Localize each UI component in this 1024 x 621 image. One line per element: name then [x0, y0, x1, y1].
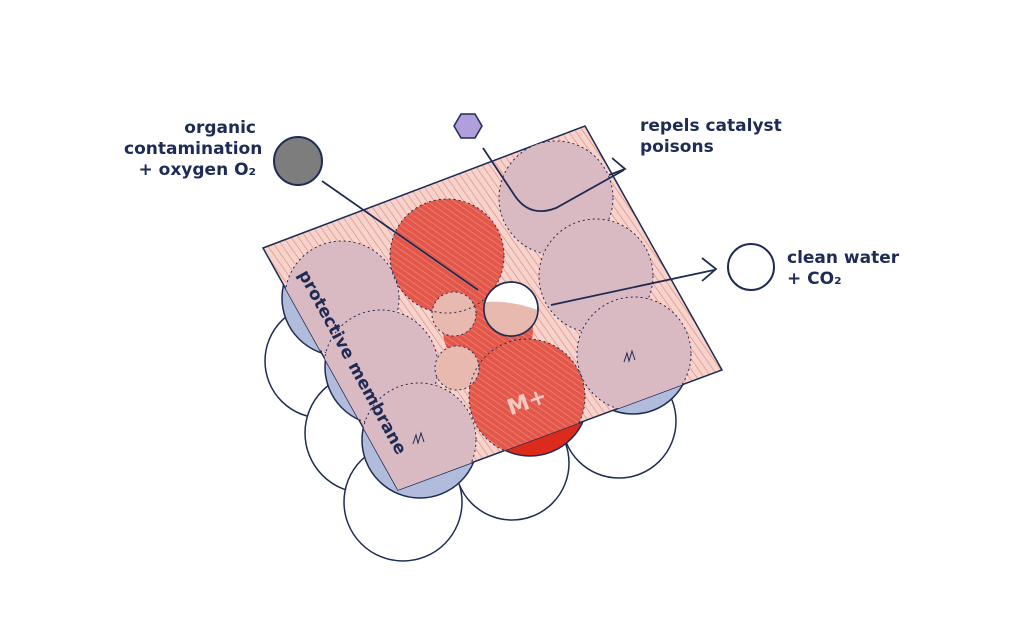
repels-poisons-label: repels catalyst poisons [640, 116, 782, 157]
purple-hexagon-icon [453, 113, 483, 139]
product-path-arrow [550, 269, 715, 306]
clean-water-sphere-icon [727, 243, 775, 291]
small-sphere [434, 345, 480, 391]
membrane-particles [284, 140, 692, 490]
reaction-site [483, 281, 539, 337]
catalyst-sphere-outline [389, 198, 505, 314]
catalyst-sphere [390, 199, 504, 313]
small-sphere [431, 291, 477, 337]
organic-contamination-label: organic contamination + oxygen O₂ [124, 118, 263, 180]
scribble-mark [412, 431, 425, 445]
clean-water-label: clean water + CO₂ [787, 248, 900, 289]
contaminant-sphere-icon [273, 136, 323, 186]
pink-particle [576, 296, 692, 412]
contaminant-path-arrow [321, 180, 479, 291]
scribble-mark [623, 349, 636, 363]
arrows [321, 147, 718, 306]
product-arrowhead [701, 257, 718, 282]
repel-path-arrow [482, 147, 625, 212]
repel-arrowhead [608, 157, 627, 176]
